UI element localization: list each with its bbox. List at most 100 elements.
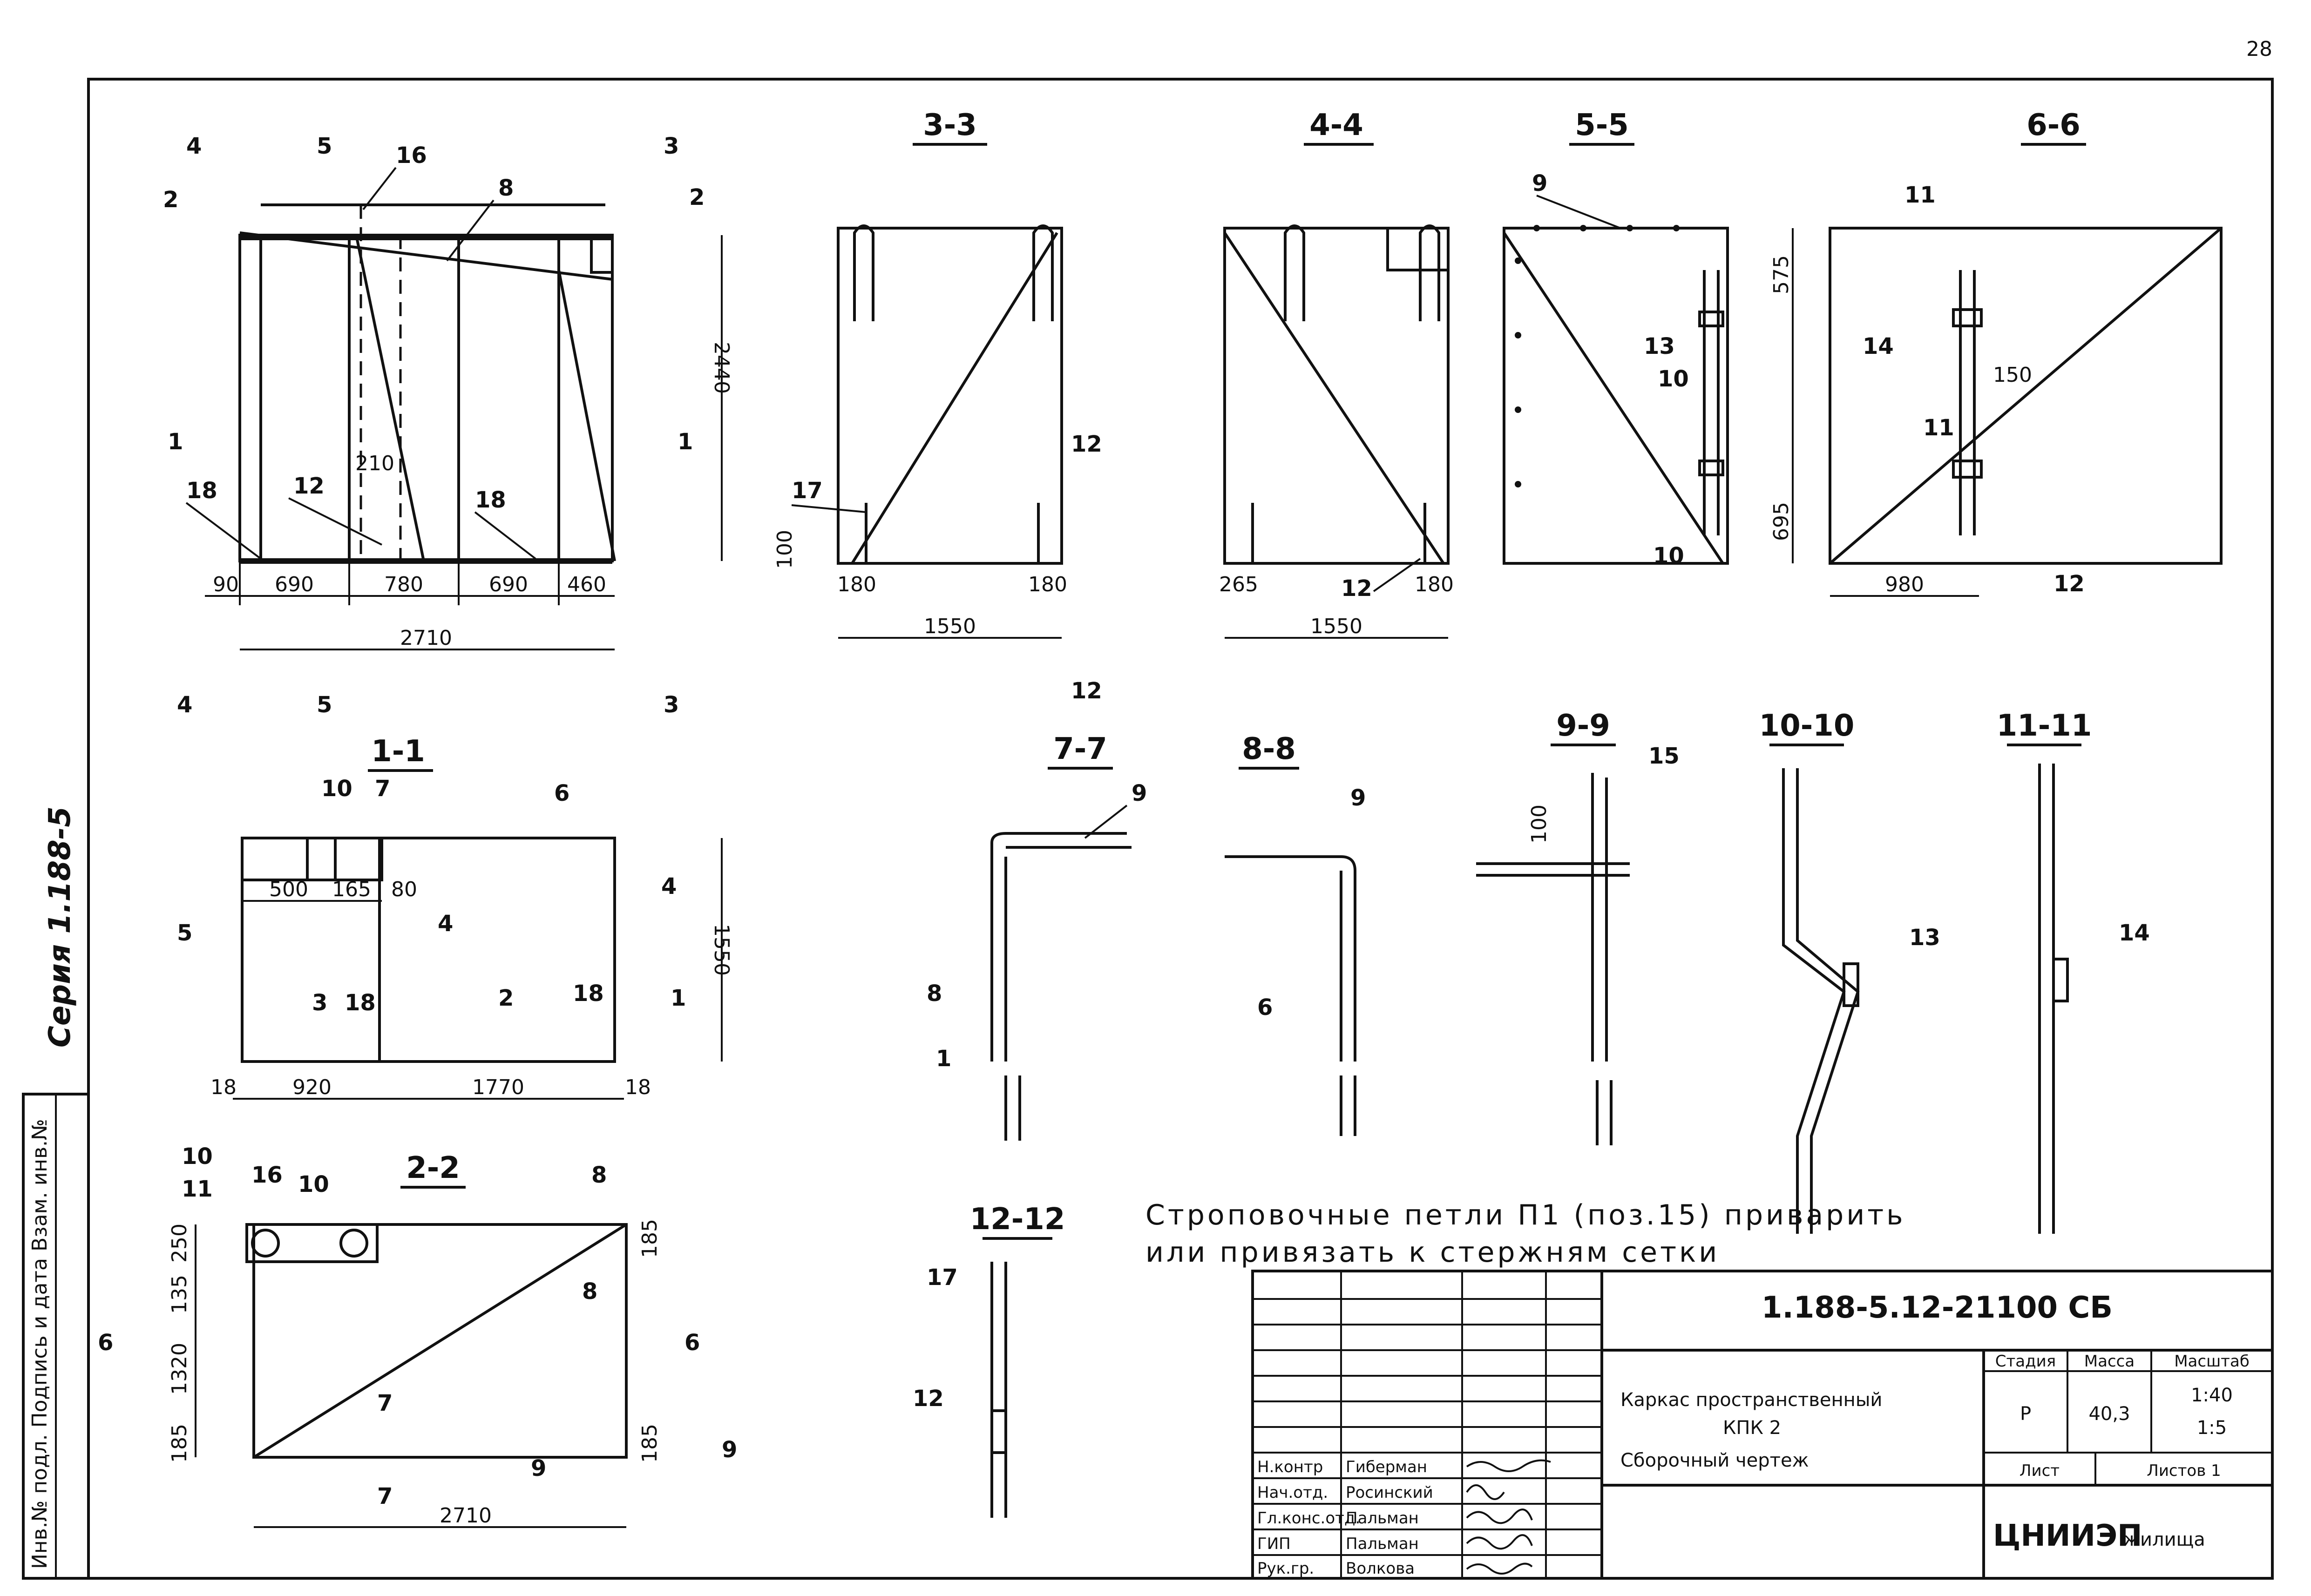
tb-name-1: Каркас пространственный <box>1620 1389 1882 1411</box>
section-8-8: 9 6 <box>1225 785 1366 1136</box>
pos-9-8-8: 9 <box>1350 785 1366 811</box>
section-10-10: 13 <box>1782 768 1940 1234</box>
tb-role-1: Н.контр <box>1257 1458 1323 1476</box>
dim-2710-plan: 2710 <box>400 626 452 650</box>
section-11-11: 14 <box>2038 764 2150 1234</box>
pos-17-12-12: 17 <box>927 1265 958 1291</box>
tb-scale-2: 1:5 <box>2197 1417 2227 1439</box>
cut-4-bottom: 4 <box>177 692 192 718</box>
dim-980: 980 <box>1885 573 1924 596</box>
pos-7-1-1: 7 <box>375 776 390 802</box>
cut-6-left: 6 <box>98 1330 113 1356</box>
pos-16-2-2: 16 <box>251 1162 283 1188</box>
pos-12-6-6: 12 <box>2053 571 2085 597</box>
pos-12-plan: 12 <box>293 473 325 499</box>
cut-3-bottom: 3 <box>664 692 679 718</box>
cut-9-mid: 9 <box>531 1455 546 1481</box>
section-9-9: 15 100 <box>1476 743 1680 1145</box>
stamp-text: Инв.№ подл. Подпись и дата Взам. инв.№ <box>28 1119 52 1569</box>
section-6-6: 575 695 980 150 11 14 11 12 <box>1769 182 2223 597</box>
pos-12-3-3: 12 <box>1071 431 1102 457</box>
section-2-2: 2710 250 135 1320 185 185 185 10 11 16 1… <box>98 1143 737 1528</box>
cut-1-right: 1 <box>678 429 693 455</box>
dim-1770: 1770 <box>472 1075 524 1099</box>
pos-15-9-9: 15 <box>1648 743 1680 769</box>
cut-6-right: 6 <box>684 1330 700 1356</box>
dim-18-right: 18 <box>625 1075 651 1099</box>
pos-11-2-2: 11 <box>182 1176 213 1202</box>
title-11-11: 11-11 <box>1997 709 2092 743</box>
tb-scale-header: Масштаб <box>2174 1352 2250 1371</box>
cut-5-top: 5 <box>317 133 332 159</box>
pos-3-1-1: 3 <box>312 990 327 1016</box>
pos-10-2-2-b: 10 <box>298 1171 329 1197</box>
dim-185-right-top: 185 <box>638 1219 662 1258</box>
tb-name-row-3: Пальман <box>1346 1509 1419 1528</box>
pos-14-11-11: 14 <box>2119 920 2150 946</box>
tb-name-row-1: Гиберман <box>1346 1458 1427 1476</box>
pos-10-2-2-a: 10 <box>182 1143 213 1170</box>
cut-8-bottom: 8 <box>582 1278 597 1305</box>
cut-2-left: 2 <box>163 187 178 213</box>
signature-1 <box>1466 1459 1551 1472</box>
pos-1-7-7: 1 <box>936 1046 951 1072</box>
title-7-7: 7-7 <box>1053 732 1107 766</box>
cut-9-right: 9 <box>722 1437 737 1463</box>
dim-690-b: 690 <box>489 573 528 596</box>
dim-80: 80 <box>391 878 417 901</box>
pos-2-1-1: 2 <box>498 985 514 1011</box>
tb-sheet: Лист <box>2020 1461 2060 1480</box>
title-10-10: 10-10 <box>1759 709 1855 743</box>
pos-6-8-8: 6 <box>1257 994 1273 1021</box>
pos-18-1-1-b: 18 <box>573 981 604 1007</box>
dim-460: 460 <box>567 573 606 596</box>
pos-6-1-1: 6 <box>554 780 569 806</box>
signature-3 <box>1466 1508 1533 1524</box>
pos-9-7-7: 9 <box>1132 780 1147 806</box>
tb-role-3: Гл.конс.отд. <box>1257 1509 1360 1528</box>
dim-210: 210 <box>355 452 394 475</box>
dim-1320: 1320 <box>168 1343 191 1395</box>
dim-18-left: 18 <box>210 1075 237 1099</box>
sheet-frame <box>87 78 2274 1580</box>
dim-180-3-3-right: 180 <box>1028 573 1067 596</box>
section-12-12: 17 12 <box>913 1262 1007 1518</box>
dim-265-4-4: 265 <box>1219 573 1258 596</box>
pos-11-6-6-top: 11 <box>1904 182 1936 208</box>
cut-2-right: 2 <box>689 184 705 210</box>
pos-4-1-1-right: 4 <box>661 873 677 899</box>
tb-name-row-4: Пальман <box>1346 1535 1419 1553</box>
dim-2440: 2440 <box>710 342 733 394</box>
tb-role-4: ГИП <box>1257 1535 1291 1553</box>
section-4-4: 265 1550 180 12 <box>1219 224 1454 639</box>
title-5-5: 5-5 <box>1575 108 1629 142</box>
section-7-7: 9 8 1 <box>927 780 1147 1141</box>
cut-7-bottom: 7 <box>377 1483 393 1509</box>
tb-mass-header: Масса <box>2084 1352 2135 1371</box>
dim-185-left: 185 <box>168 1424 191 1463</box>
dim-2710-2-2: 2710 <box>440 1504 492 1528</box>
cut-1-left: 1 <box>168 429 183 455</box>
section-5-5: 9 13 10 10 <box>1503 170 1729 569</box>
title-3-3: 3-3 <box>923 108 977 142</box>
tb-name-2: КПК 2 <box>1723 1417 1781 1439</box>
tb-mass: 40,3 <box>2088 1403 2130 1425</box>
dim-780: 780 <box>384 573 423 596</box>
tb-org-2: жилища <box>2123 1529 2205 1550</box>
title-8-8: 8-8 <box>1242 732 1296 766</box>
pos-11-6-6-mid: 11 <box>1923 415 1954 441</box>
title-12-12: 12-12 <box>970 1202 1065 1237</box>
cut-7-top: 7 <box>377 1390 393 1416</box>
series-label: Серия 1.188-5 <box>43 806 77 1048</box>
pos-16-plan: 16 <box>396 142 427 169</box>
pos-8-7-7: 8 <box>927 981 942 1007</box>
tb-stage-header: Стадия <box>1995 1352 2056 1371</box>
dim-135: 135 <box>168 1275 191 1314</box>
tb-stage: Р <box>2020 1403 2031 1425</box>
dim-575: 575 <box>1769 255 1793 294</box>
dim-695: 695 <box>1769 502 1793 541</box>
dim-1550-4-4: 1550 <box>1310 615 1362 638</box>
dim-180-3-3-left: 180 <box>837 573 876 596</box>
tb-org-1: ЦНИИЭП <box>1993 1519 2142 1553</box>
